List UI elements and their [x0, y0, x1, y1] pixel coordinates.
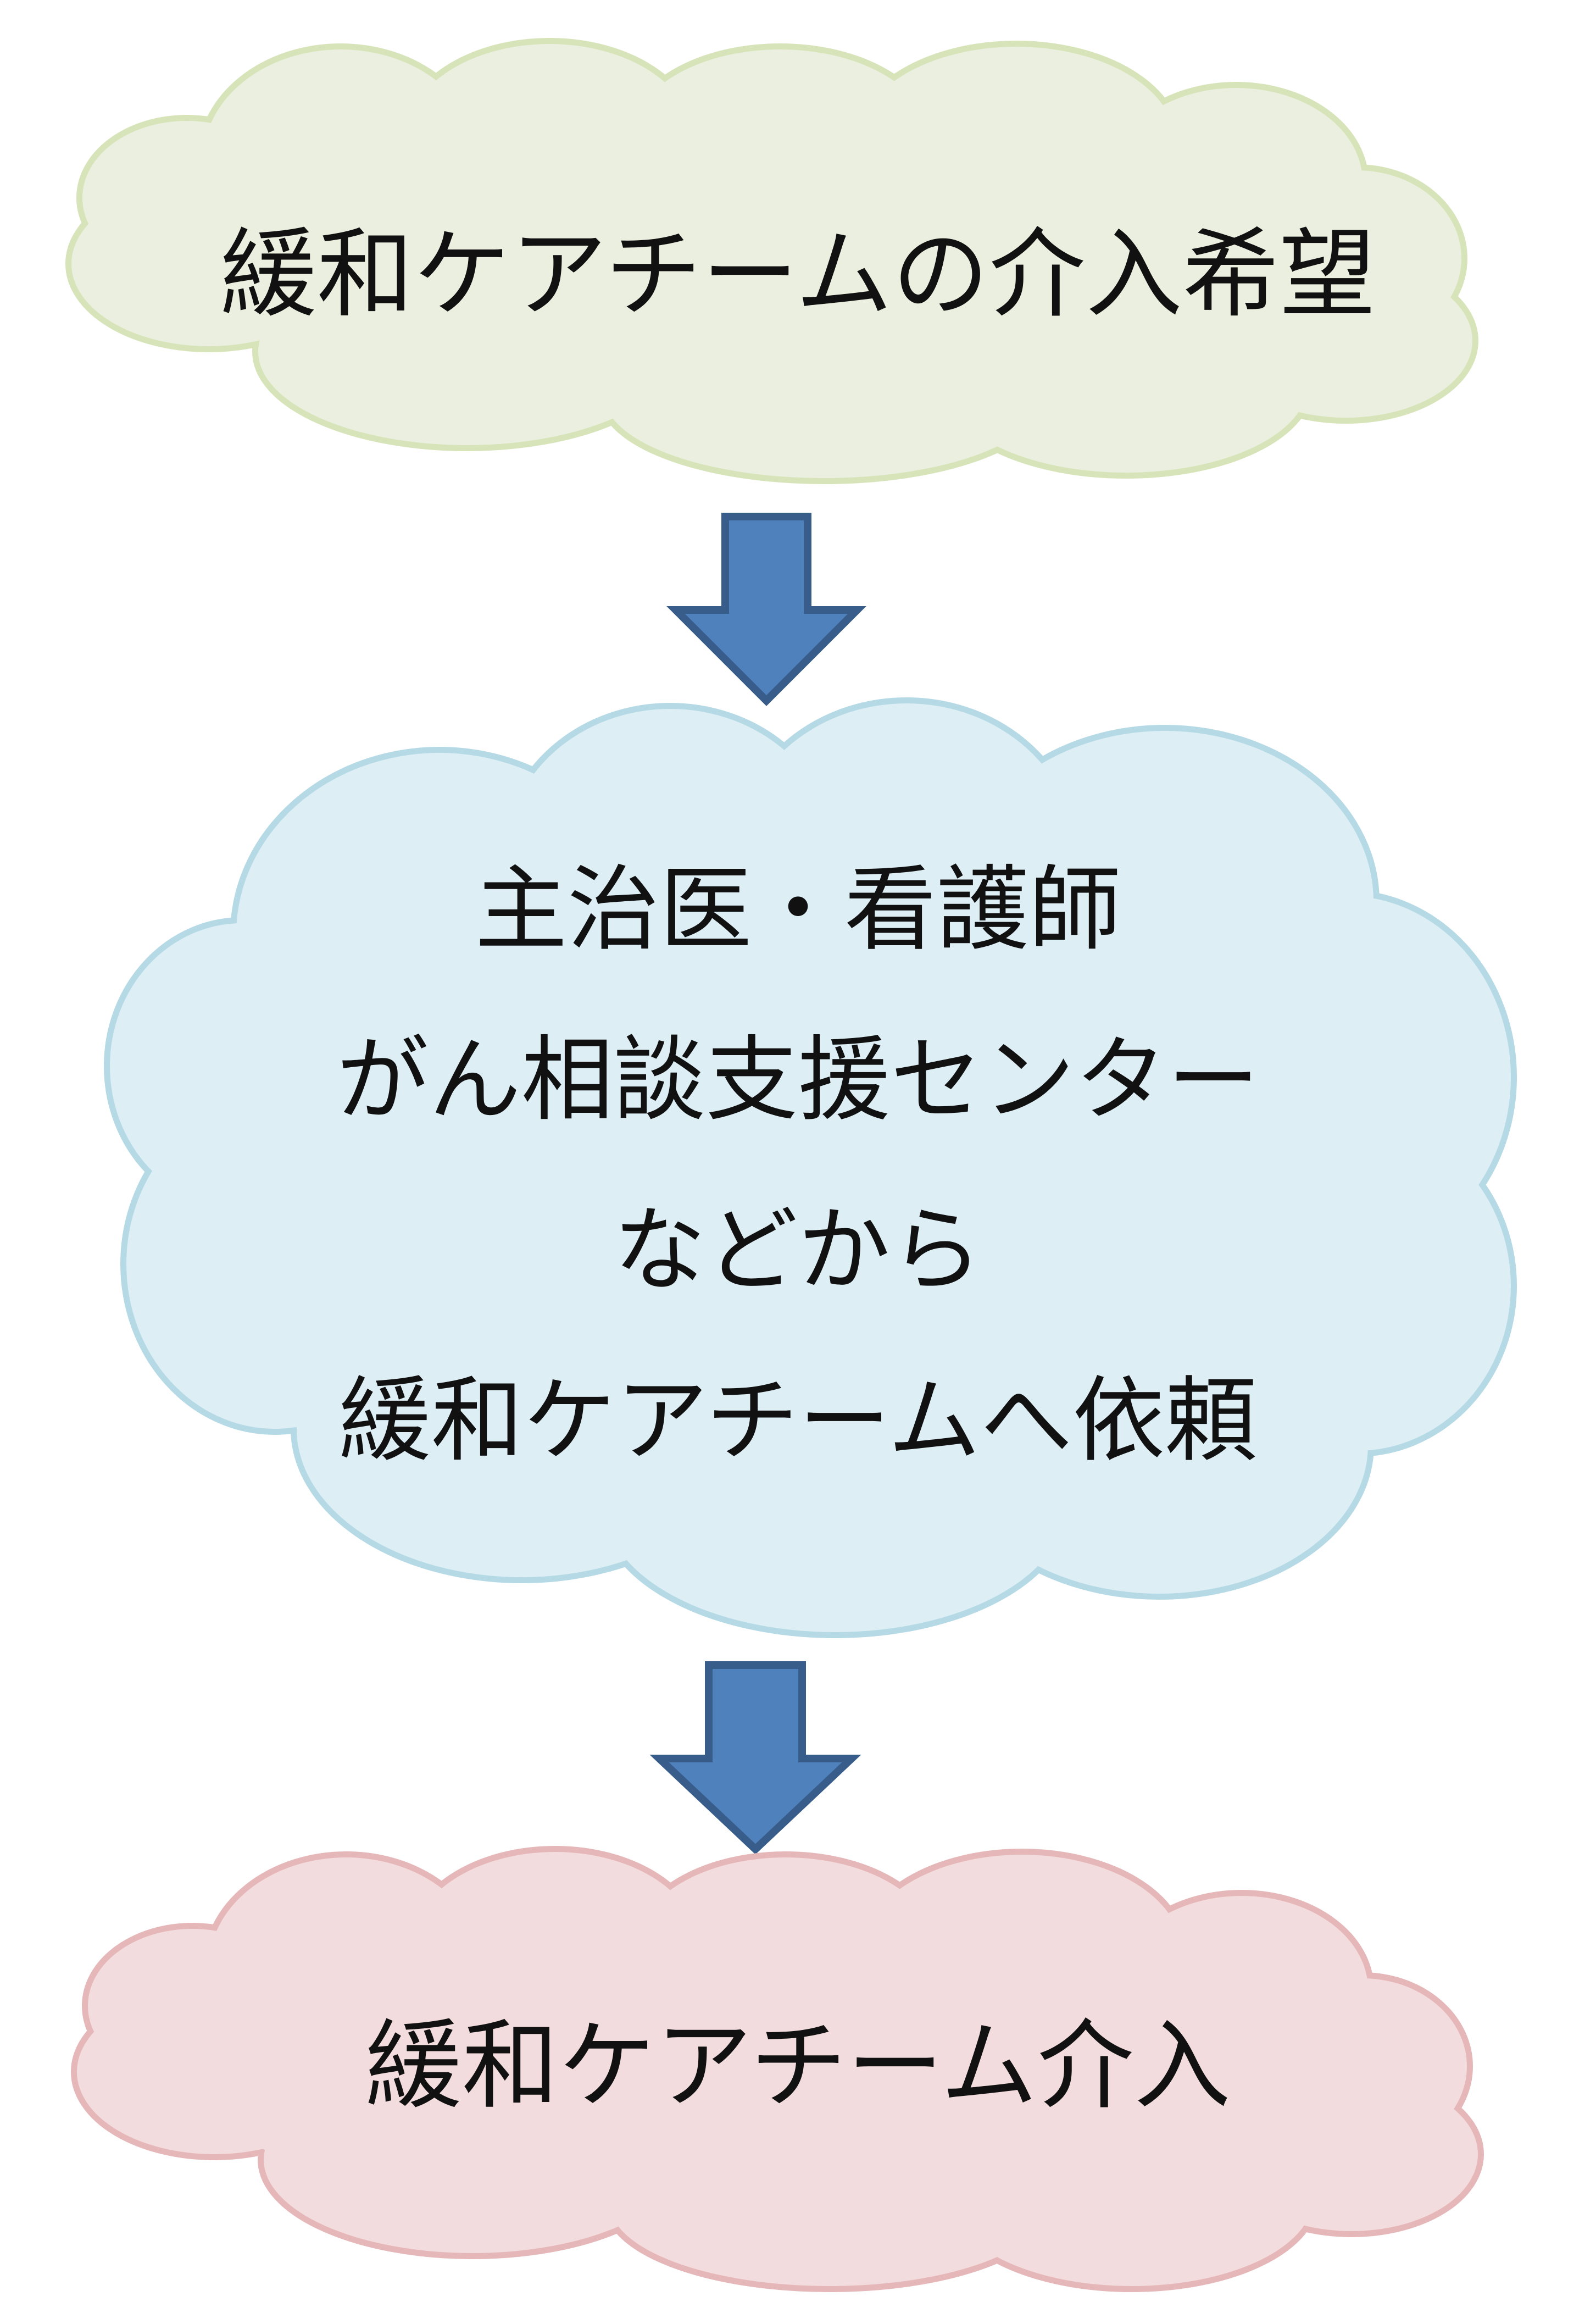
cloud-bottom-label: 緩和ケアチーム介入: [365, 2010, 1231, 2122]
cloud-middle-line-2: がん相談支援センター: [336, 1026, 1260, 1134]
cloud-middle-line-1: 主治医・看護師: [475, 856, 1121, 963]
arrow-down-2: [649, 1661, 861, 1855]
cloud-top-label: 緩和ケアチームの介入希望: [220, 218, 1376, 331]
cloud-middle-label: 主治医・看護師 がん相談支援センター などから 緩和ケアチームへ依頼: [0, 824, 1596, 1506]
cloud-middle-line-4: 緩和ケアチームへ依頼: [338, 1367, 1258, 1474]
cloud-top: [65, 38, 1478, 484]
cloud-middle-line-3: などから: [613, 1196, 983, 1304]
cloud-bottom: [71, 1846, 1484, 2292]
cloud-middle: [104, 697, 1517, 1638]
arrow-down-1: [666, 513, 866, 706]
